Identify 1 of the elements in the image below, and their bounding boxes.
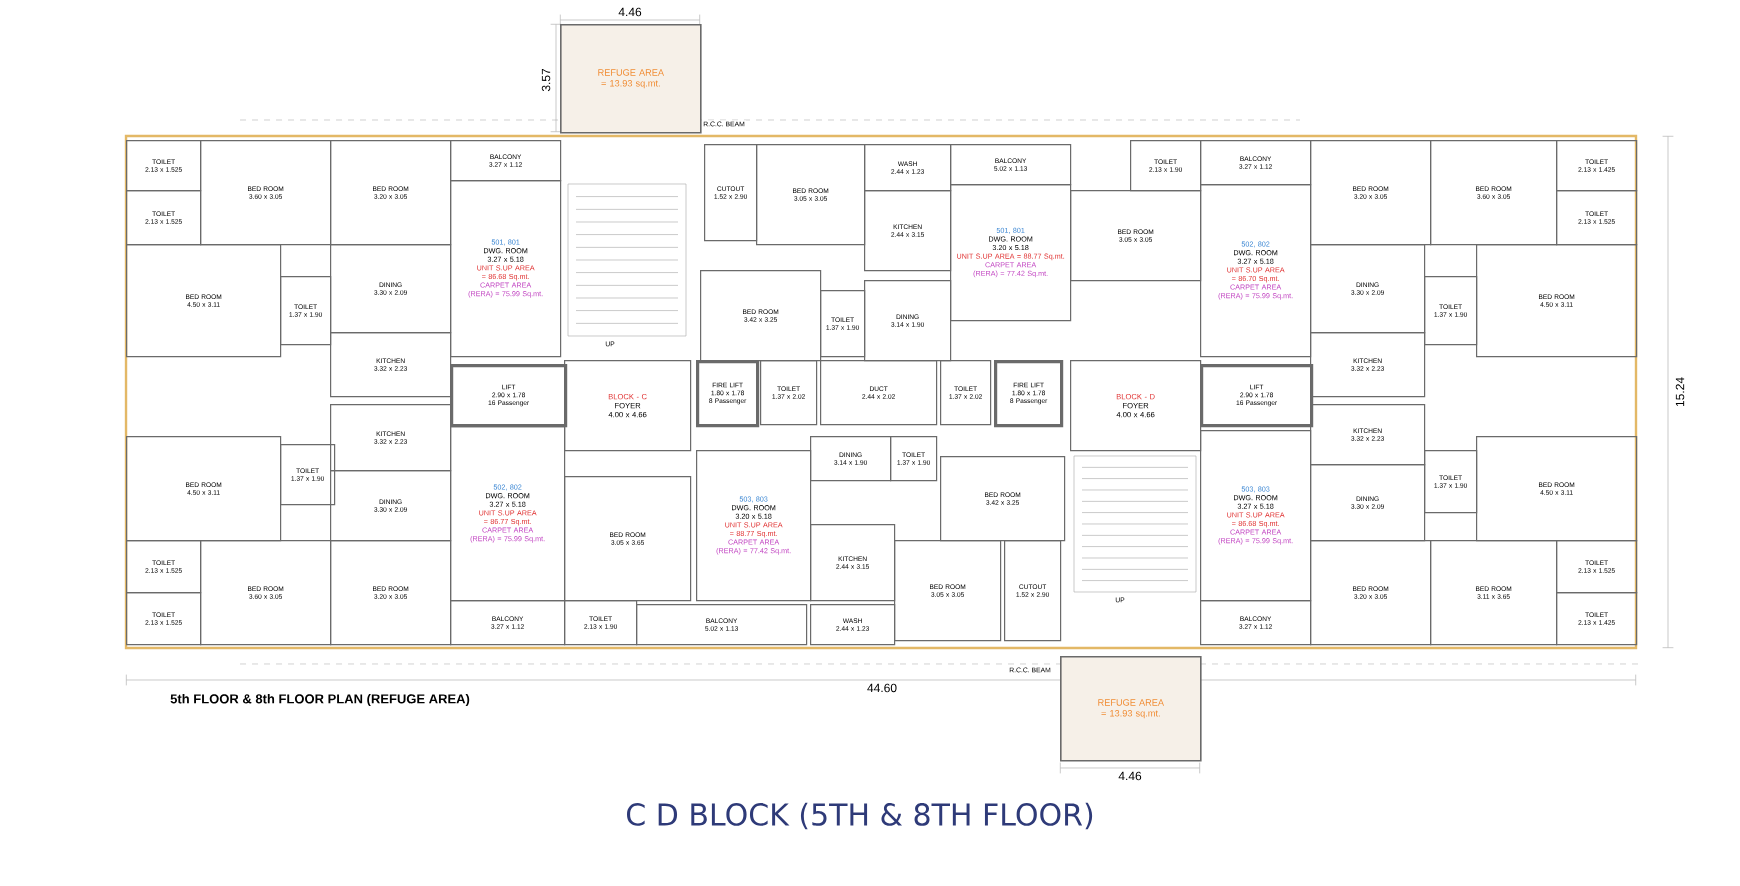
caption: C D BLOCK (5TH & 8TH FLOOR) <box>627 802 1093 830</box>
